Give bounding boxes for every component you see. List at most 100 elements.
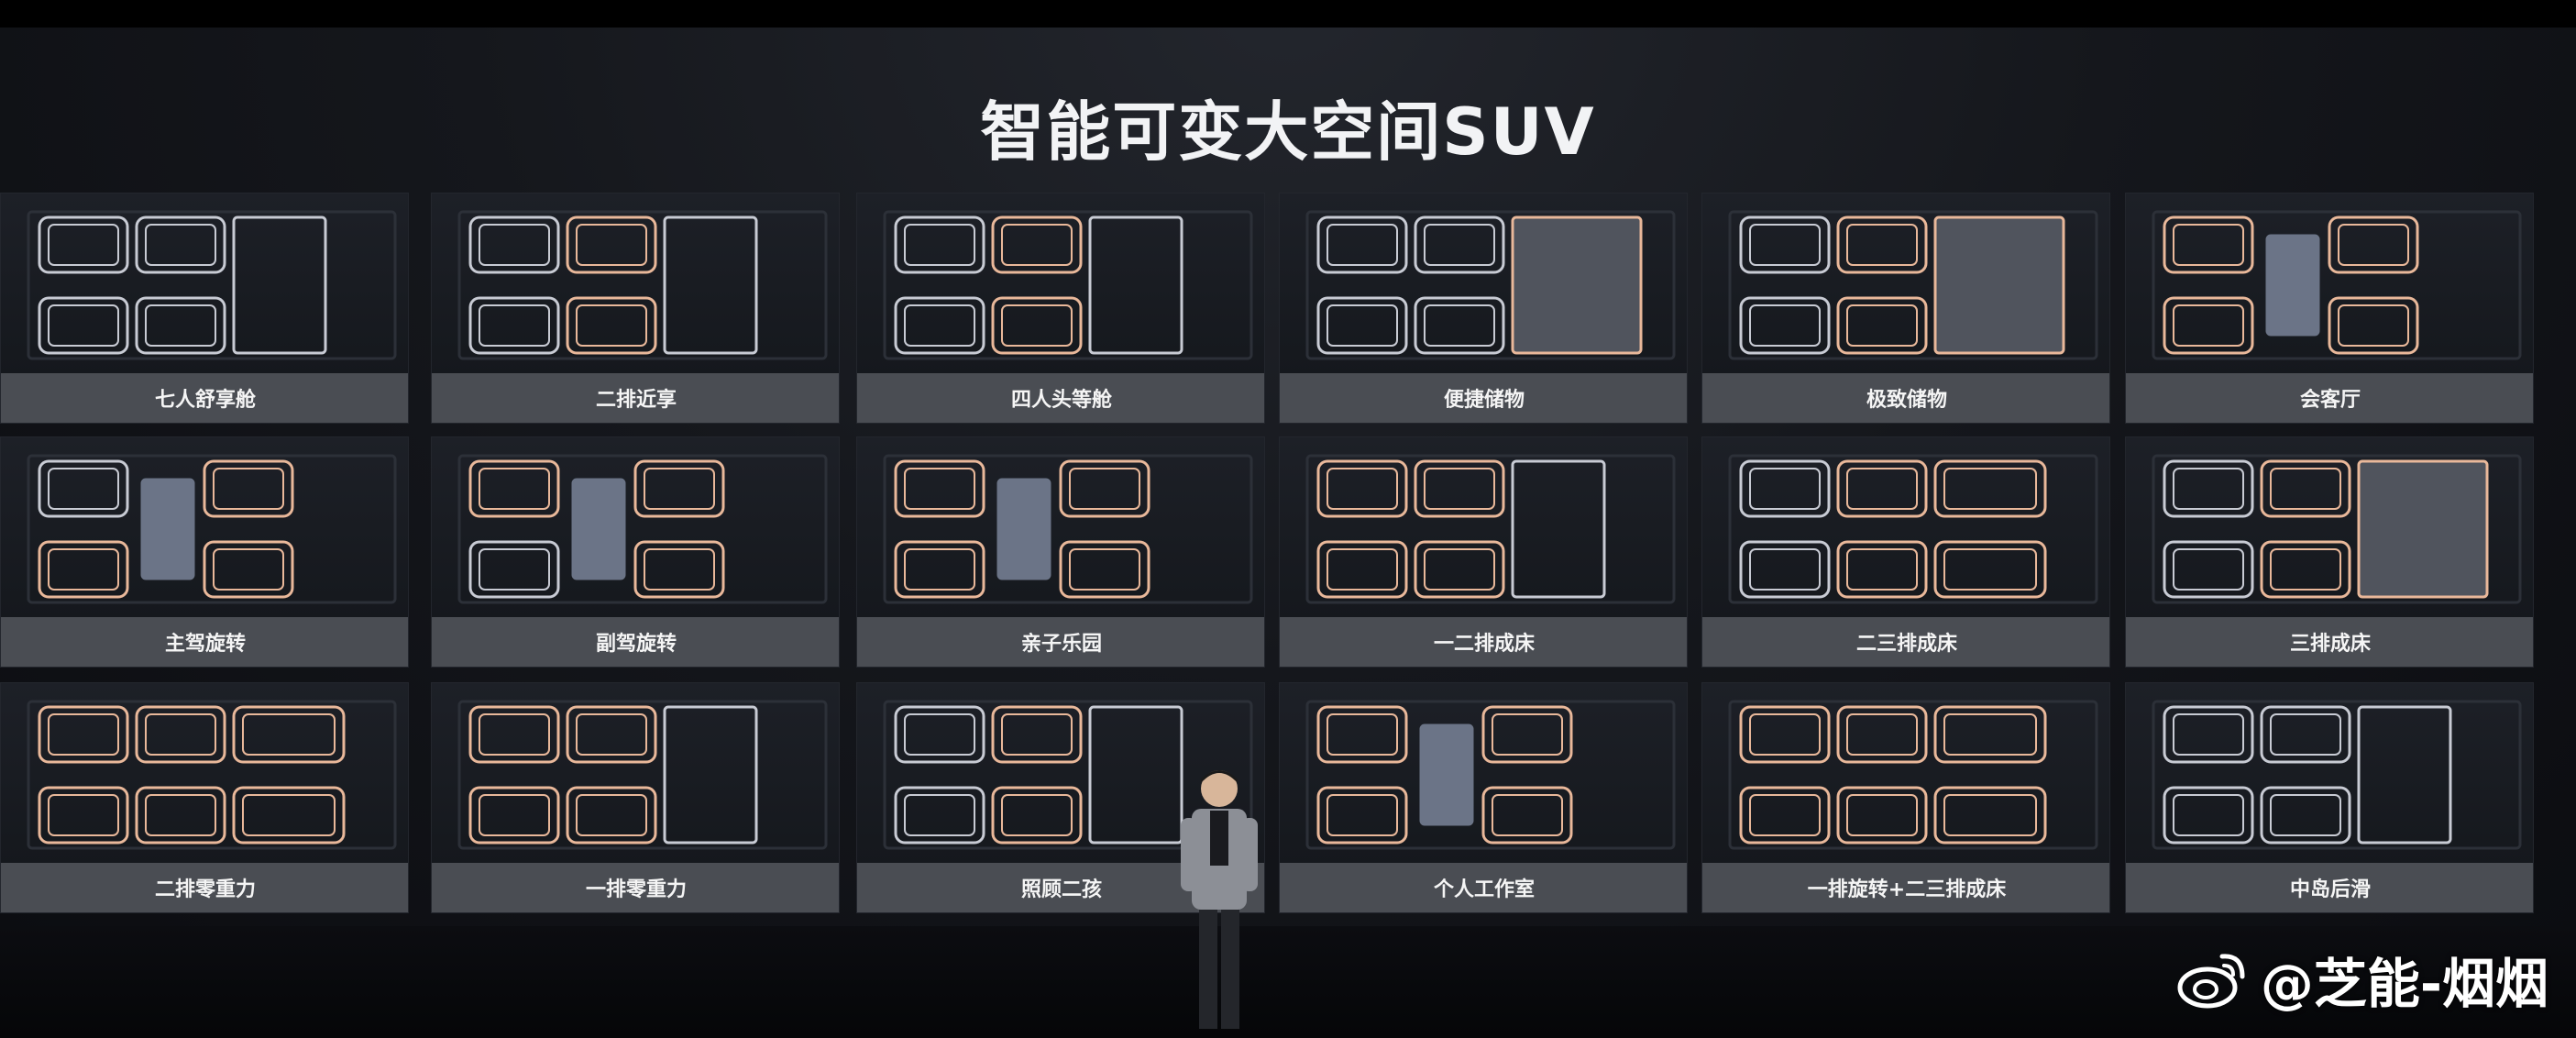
layout-card[interactable]: 副驾旋转	[431, 436, 840, 668]
cargo-area	[1933, 215, 2065, 355]
vehicle-outline	[457, 700, 828, 850]
cargo-area	[663, 215, 758, 355]
layout-label-bar: 亲子乐园	[857, 617, 1264, 667]
seat	[38, 215, 129, 274]
table	[571, 478, 626, 580]
seat-layout-passenger-swivel-icon	[457, 454, 828, 604]
cargo-area	[1088, 705, 1183, 845]
layout-card[interactable]: 七人舒享舱	[0, 193, 409, 424]
seat	[38, 786, 129, 845]
seat	[1739, 296, 1831, 355]
seat-layout-zero-g-1-icon	[457, 700, 828, 850]
layout-label: 一排零重力	[585, 878, 687, 901]
layout-card[interactable]: 二排零重力	[0, 682, 409, 913]
vehicle-outline	[1305, 210, 1676, 360]
layout-card[interactable]: 四人头等舱	[856, 193, 1265, 424]
seat-layout-two-kids-icon	[883, 700, 1253, 850]
layout-card[interactable]: 会客厅	[2125, 193, 2534, 424]
layout-label-bar: 二排零重力	[1, 863, 408, 912]
cargo-area	[663, 705, 758, 845]
seat	[1059, 459, 1150, 518]
seat	[38, 705, 129, 764]
seat	[2163, 459, 2254, 518]
layout-thumbnail	[1, 437, 408, 619]
layout-label-bar: 副驾旋转	[432, 617, 839, 667]
layout-label-bar: 四人头等舱	[857, 373, 1264, 423]
layout-label: 极致储物	[1866, 389, 1947, 412]
layout-card[interactable]: 一排零重力	[431, 682, 840, 913]
vehicle-outline	[27, 700, 397, 850]
seat	[2260, 540, 2351, 599]
vehicle-outline	[27, 210, 397, 360]
layout-card[interactable]: 中岛后滑	[2125, 682, 2534, 913]
layout-card[interactable]: 亲子乐园	[856, 436, 1265, 668]
layout-card[interactable]: 一排旋转+二三排成床	[1701, 682, 2110, 913]
seat	[468, 459, 560, 518]
vehicle-outline	[27, 454, 397, 604]
seat	[1316, 786, 1408, 845]
seat	[135, 705, 226, 764]
table	[2265, 234, 2320, 337]
layout-card[interactable]: 个人工作室	[1279, 682, 1688, 913]
layout-label-bar: 一排零重力	[432, 863, 839, 912]
seat	[2163, 786, 2254, 845]
seat	[2163, 705, 2254, 764]
seat-layout-four-first-class-icon	[883, 210, 1253, 360]
vehicle-outline	[883, 454, 1253, 604]
layout-label-bar: 一排旋转+二三排成床	[1702, 863, 2109, 912]
layout-card[interactable]: 便捷储物	[1279, 193, 1688, 424]
seat-layout-driver-swivel-icon	[27, 454, 397, 604]
seat	[1739, 705, 1831, 764]
layout-label-bar: 二三排成床	[1702, 617, 2109, 667]
vehicle-outline	[883, 700, 1253, 850]
layout-label-bar: 二排近享	[432, 373, 839, 423]
seat	[1739, 786, 1831, 845]
layout-card[interactable]: 极致储物	[1701, 193, 2110, 424]
layout-thumbnail	[1280, 683, 1687, 865]
seat	[991, 786, 1083, 845]
seat	[2328, 296, 2419, 355]
vehicle-outline	[883, 210, 1253, 360]
layout-label: 个人工作室	[1433, 878, 1535, 901]
seat-layout-grid: 七人舒享舱二排近享四人头等舱便捷储物 极致储物 会客厅主驾旋转副驾旋转亲子乐园一二排…	[0, 193, 2576, 926]
seat	[1739, 459, 1831, 518]
layout-card[interactable]: 一二排成床	[1279, 436, 1688, 668]
vehicle-outline	[1305, 700, 1676, 850]
seat	[468, 540, 560, 599]
layout-label-bar: 中岛后滑	[2126, 863, 2533, 912]
seat-layout-bed-12-icon	[1305, 454, 1676, 604]
layout-thumbnail	[2126, 683, 2533, 865]
seat	[468, 215, 560, 274]
seat-layout-bed-3-icon	[2152, 454, 2522, 604]
seat-layout-swivel-bed-icon	[1728, 700, 2098, 850]
layout-card[interactable]: 主驾旋转	[0, 436, 409, 668]
weibo-logo-icon	[2177, 954, 2245, 1009]
seat-layout-studio-icon	[1305, 700, 1676, 850]
seat	[1836, 459, 1928, 518]
seat	[1836, 786, 1928, 845]
seat	[1414, 296, 1505, 355]
layout-card[interactable]: 二排近享	[431, 193, 840, 424]
vehicle-outline	[1728, 210, 2098, 360]
seat	[2163, 215, 2254, 274]
seat	[894, 540, 985, 599]
seat	[991, 705, 1083, 764]
seat	[894, 786, 985, 845]
layout-label-bar: 会客厅	[2126, 373, 2533, 423]
layout-label: 会客厅	[2299, 389, 2361, 412]
layout-label: 中岛后滑	[2289, 878, 2371, 901]
watermark-handle: @芝能-烟烟	[2260, 953, 2548, 1015]
layout-card[interactable]: 三排成床	[2125, 436, 2534, 668]
layout-label-bar: 便捷储物	[1280, 373, 1687, 423]
seat	[1316, 540, 1408, 599]
table	[996, 478, 1051, 580]
cargo-area	[1511, 459, 1606, 599]
layout-card[interactable]: 二三排成床	[1701, 436, 2110, 668]
seat	[1836, 540, 1928, 599]
layout-thumbnail	[432, 683, 839, 865]
vehicle-outline	[2152, 210, 2522, 360]
layout-thumbnail	[1, 683, 408, 865]
slide-title: 智能可变大空间SUV	[980, 94, 1596, 170]
seat	[1316, 705, 1408, 764]
cargo-area	[2357, 459, 2489, 599]
